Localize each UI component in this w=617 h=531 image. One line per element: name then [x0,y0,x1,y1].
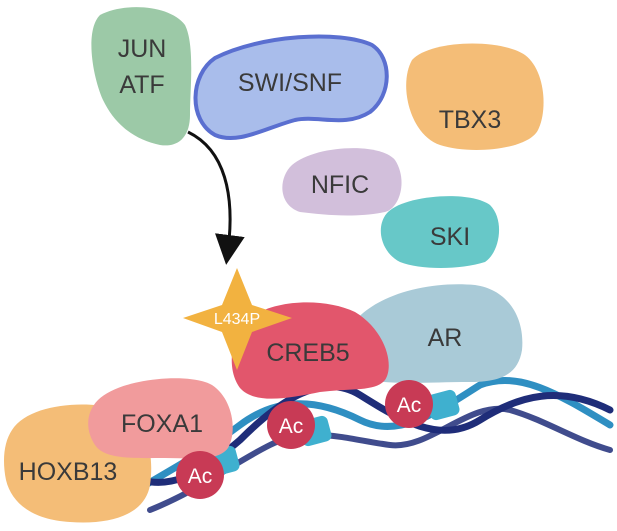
ac-circle-3 [385,380,433,428]
ac-label-1: Ac [188,465,213,488]
hoxb13-label: HOXB13 [19,458,118,486]
tbx3-shape [406,43,544,151]
ac-circle-1 [176,451,224,499]
acetylation-mark-1: Ac [176,451,224,499]
swi-snf-shape [193,34,389,141]
l434p-label: L434P [214,311,260,328]
ac-circle-2 [267,401,315,449]
protein-foxa1: FOXA1 [88,378,233,459]
swi-snf-label: SWI/SNF [238,69,342,97]
protein-creb5: CREB5 [231,302,389,399]
ski-label: SKI [430,223,470,251]
creb5-label: CREB5 [266,339,349,367]
mutation-star: L434P [183,268,292,370]
protein-ski: SKI [380,196,500,268]
jun-atf-shape [91,7,192,146]
nfic-label: NFIC [311,171,369,199]
atf-label: ATF [119,71,164,99]
protein-swi-snf: SWI/SNF [193,34,389,141]
activation-arrow [187,130,245,265]
nfic-shape [282,148,402,216]
ar-label: AR [428,324,463,352]
creb5-shape [231,302,389,399]
jun-label: JUN [118,35,167,63]
tbx3-label: TBX3 [439,106,502,134]
ac-label-3: Ac [397,394,422,417]
ac-label-2: Ac [279,415,304,438]
histone-block-3 [426,389,460,421]
ski-shape [380,196,500,268]
l434p-star-shape [183,268,292,370]
foxa1-shape [88,378,233,459]
protein-jun-atf: JUN ATF [91,7,192,146]
foxa1-label: FOXA1 [121,410,203,438]
acetylation-mark-3: Ac [385,380,433,428]
protein-nfic: NFIC [282,148,402,216]
protein-tbx3: TBX3 [406,43,544,151]
acetylation-mark-2: Ac [267,401,315,449]
